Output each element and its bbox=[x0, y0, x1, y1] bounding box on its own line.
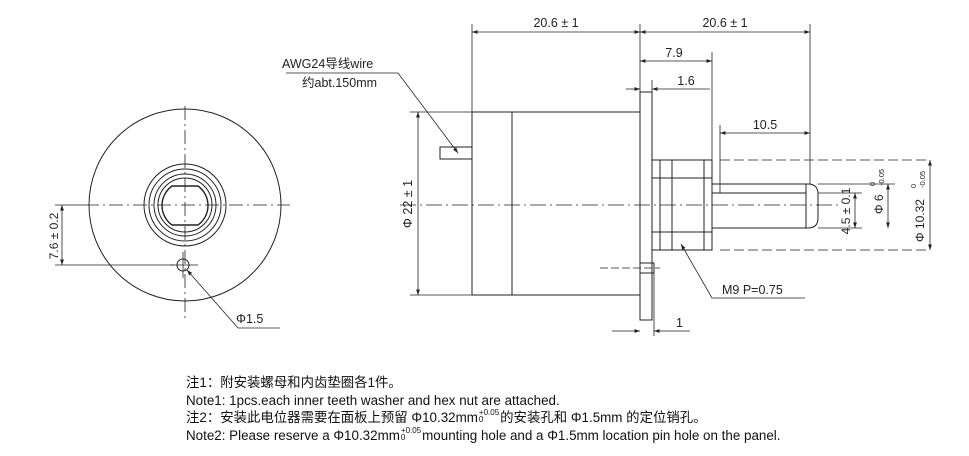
dim-flat-length: 10.5 bbox=[753, 118, 777, 132]
pin-leader bbox=[186, 269, 280, 329]
dim-body-length: 20.6 ± 1 bbox=[533, 16, 578, 30]
flange bbox=[639, 91, 653, 321]
shaft-tol-lower: -0.05 bbox=[877, 169, 886, 186]
tol-lower: 0 bbox=[400, 432, 406, 442]
note1-cn: 注1：附安装螺母和内齿垫圈各1件。 bbox=[186, 375, 402, 390]
front-shaft-flat bbox=[161, 185, 209, 226]
dim-pin-offset: 7.6 ± 0.2 bbox=[47, 212, 61, 259]
dim-body-diameter: Φ 22 ± 1 bbox=[401, 180, 415, 228]
dim-thread-diameter: Φ 10.32 bbox=[913, 199, 927, 242]
note2-cn-a: 注2：安装此电位器需要在面板上预留 Φ10.32mm bbox=[186, 410, 478, 425]
dim-pin-projection: 1 bbox=[676, 316, 683, 330]
tol-lower: 0 bbox=[478, 415, 484, 425]
notes-block: 注1：附安装螺母和内齿垫圈各1件。 Note1: 1pcs.each inner… bbox=[186, 374, 956, 444]
side-dimensions bbox=[286, 24, 932, 336]
shaft-tol-upper: 0 bbox=[868, 182, 877, 186]
front-view bbox=[55, 106, 290, 329]
note2-en-b: mounting hole and a Φ1.5mm location pin … bbox=[422, 427, 781, 443]
wire bbox=[439, 146, 472, 160]
dim-thread-length: 7.9 bbox=[665, 46, 682, 60]
dim-pin-diameter: Φ1.5 bbox=[236, 312, 263, 326]
body-outline bbox=[471, 111, 641, 296]
dim-shaft-length: 20.6 ± 1 bbox=[702, 16, 747, 30]
front-nut-circle bbox=[148, 168, 222, 242]
tol-upper: +0.05 bbox=[400, 425, 422, 435]
thread-leader bbox=[680, 243, 805, 299]
thread-tol-lower: -0.05 bbox=[918, 171, 927, 188]
note1-en: Note1: 1pcs.each inner teeth washer and … bbox=[186, 392, 560, 408]
dim-flange-thickness: 1.6 bbox=[677, 74, 694, 88]
thread-spec: M9 P=0.75 bbox=[722, 283, 783, 297]
note2-en-a: Note2: Please reserve a Φ10.32mm bbox=[186, 427, 400, 443]
dim-flat-height: 4.5 ± 0.1 bbox=[839, 187, 853, 234]
dim-shaft-diameter: Φ 6 bbox=[872, 194, 886, 214]
wire-label-line1: AWG24导线wire bbox=[282, 57, 373, 71]
wire-label-line2: 约abt.150mm bbox=[302, 75, 377, 90]
tol-upper: +0.05 bbox=[478, 408, 500, 418]
dim-thread-diameter-group: Φ 10.32 0 -0.05 bbox=[909, 171, 927, 242]
note2-cn-b: 的安装孔和 Φ1.5mm 的定位销孔。 bbox=[500, 410, 707, 425]
wire-leader bbox=[286, 72, 459, 154]
thread-tol-upper: 0 bbox=[909, 184, 918, 188]
dim-shaft-diameter-group: Φ 6 0 -0.05 bbox=[868, 169, 886, 214]
shaft-outline bbox=[712, 183, 819, 229]
side-view bbox=[400, 91, 930, 321]
